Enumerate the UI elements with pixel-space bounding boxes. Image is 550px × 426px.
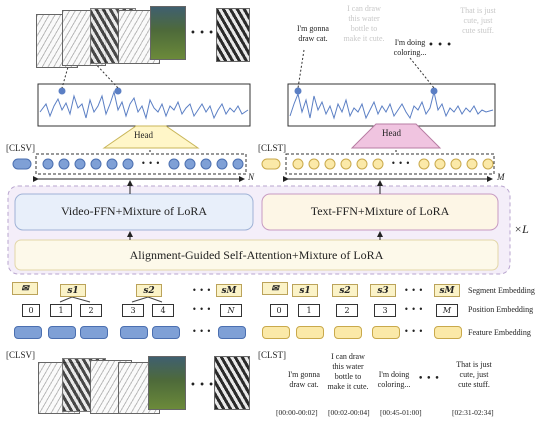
video-feature-1 — [48, 326, 76, 339]
attention-box — [14, 239, 499, 271]
top-clst-label: [CLST] — [258, 143, 286, 153]
top-caption-2: I can draw this water bottle to make it … — [343, 4, 385, 43]
bottom-caption-1: I'm gonna draw cat. — [288, 370, 320, 389]
timestamp-2: [00:02-00:04] — [328, 408, 370, 417]
text-feature-M — [434, 326, 462, 339]
text-position-3: 3 — [374, 304, 396, 317]
leader-text-2 — [409, 57, 435, 89]
video-length-n: N — [248, 172, 255, 182]
video-cls-segment: ✉ — [12, 282, 38, 295]
text-head-label: Head — [382, 128, 401, 138]
text-position-1: 1 — [298, 304, 320, 317]
bottom-captions-ellipsis: • • • — [418, 374, 440, 384]
text-head-shape — [350, 123, 442, 149]
text-token-box — [285, 153, 495, 175]
video-feature-cls — [14, 326, 42, 339]
text-token-ellipsis: • • • — [391, 159, 411, 168]
attention-label: Alignment-Guided Self-Attention+Mixture … — [129, 248, 384, 262]
video-segment-s1: s1 — [60, 284, 86, 297]
bottom-clst-label: [CLST] — [258, 350, 286, 360]
timestamp-4: [02:31-02:34] — [452, 408, 494, 417]
segment-embedding-label: Segment Embedding — [468, 286, 535, 295]
text-segment-s2: s2 — [332, 284, 358, 297]
bottom-video-frame-5 — [148, 356, 186, 410]
video-token-box — [35, 153, 247, 175]
text-cls-segment: ✉ — [262, 282, 288, 295]
top-video-frame-5 — [150, 6, 186, 60]
video-position-N: N — [220, 304, 242, 317]
video-position-4: 4 — [152, 304, 174, 317]
video-ffn-box — [14, 193, 254, 231]
top-clsv-label: [CLSV] — [6, 143, 35, 153]
video-signal-line — [39, 90, 249, 120]
video-token-ellipsis: • • • — [141, 159, 161, 168]
video-segment-ellipsis: • • • — [192, 286, 212, 295]
top-frames-ellipsis: • • • — [190, 28, 215, 39]
video-segment-sM: sM — [216, 284, 242, 297]
top-caption-1: I'm gonna draw cat. — [297, 24, 329, 43]
text-position-ellipsis: • • • — [404, 305, 424, 314]
timestamp-1: [00:00-00:02] — [276, 408, 318, 417]
position-embedding-label: Position Embedding — [468, 305, 534, 314]
text-feature-2 — [334, 326, 362, 339]
bottom-caption-3: I'm doing coloring... — [377, 370, 411, 389]
text-segment-ellipsis: • • • — [404, 286, 424, 295]
video-segment-s2: s2 — [136, 284, 162, 297]
clsv-token — [12, 158, 32, 170]
text-peak-marker-1 — [294, 87, 302, 95]
video-peak-marker-2 — [114, 87, 122, 95]
text-feature-ellipsis: • • • — [404, 327, 424, 336]
timestamp-3: [00:45-01:00] — [380, 408, 422, 417]
video-head-label: Head — [134, 130, 153, 140]
bottom-clsv-label: [CLSV] — [6, 350, 35, 360]
video-position-2: 2 — [80, 304, 102, 317]
top-caption-3: I'm doing coloring... — [393, 38, 427, 57]
video-feature-3 — [120, 326, 148, 339]
leader-text-1 — [297, 49, 305, 89]
bottom-caption-2: I can draw this water bottle to make it … — [327, 352, 369, 391]
video-head-shape — [102, 125, 200, 149]
text-position-0: 0 — [270, 304, 288, 317]
video-segment-connectors — [59, 296, 163, 303]
text-feature-3 — [372, 326, 400, 339]
text-segment-s1: s1 — [292, 284, 318, 297]
text-peak-marker-2 — [430, 87, 438, 95]
text-token-row — [292, 158, 494, 170]
top-captions-ellipsis: • • • — [428, 40, 453, 51]
text-position-M: M — [436, 304, 458, 317]
text-signal-plot — [287, 83, 496, 127]
text-length-m: M — [497, 172, 505, 182]
clst-token — [261, 158, 281, 170]
video-token-row — [42, 158, 244, 170]
video-position-3: 3 — [122, 304, 144, 317]
video-position-1: 1 — [50, 304, 72, 317]
feature-embedding-label: Feature Embedding — [468, 328, 531, 337]
text-ffn-label: Text-FFN+Mixture of LoRA — [310, 204, 450, 218]
video-feature-4 — [152, 326, 180, 339]
text-feature-cls — [262, 326, 290, 339]
bottom-frames-ellipsis: • • • — [190, 380, 215, 391]
video-feature-ellipsis: • • • — [192, 327, 212, 336]
video-position-0: 0 — [22, 304, 40, 317]
bottom-video-frame-last — [214, 356, 250, 410]
text-segment-sM: sM — [434, 284, 460, 297]
layer-count-label: ×L — [514, 222, 529, 236]
video-signal-plot — [37, 83, 251, 127]
video-ffn-label: Video-FFN+Mixture of LoRA — [60, 204, 208, 218]
text-feature-1 — [296, 326, 324, 339]
text-signal-line — [289, 91, 494, 120]
video-position-ellipsis: • • • — [192, 305, 212, 314]
top-caption-4: That is just cute, just cute stuff. — [460, 6, 496, 35]
bottom-caption-4: That is just cute, just cute stuff. — [456, 360, 492, 389]
text-segment-s3: s3 — [370, 284, 396, 297]
text-position-2: 2 — [336, 304, 358, 317]
video-feature-2 — [80, 326, 108, 339]
top-video-frame-last — [216, 8, 250, 62]
video-peak-marker-1 — [58, 87, 66, 95]
video-feature-N — [218, 326, 246, 339]
